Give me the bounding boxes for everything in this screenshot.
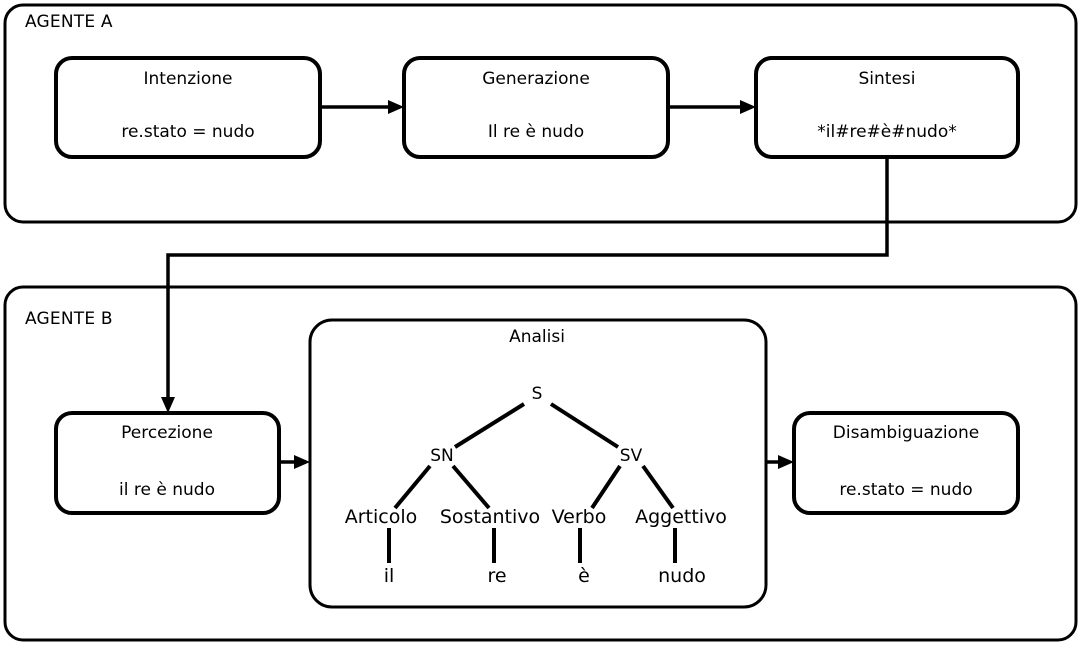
tree-edge-sv-verbo [590,464,622,510]
panel-title-analisi: Analisi [509,327,565,347]
node-subtitle-sintesi: *il#re#è#nudo* [817,122,957,142]
tree-word-nudo: nudo [658,565,706,587]
connector-sintesi-to-percezione [166,157,889,401]
agent-a-container [3,3,1078,224]
node-subtitle-percezione: il re è nudo [119,480,215,500]
node-title-disambiguazione: Disambiguazione [832,423,980,443]
arrowhead-generazione-to-sintesi [740,100,756,114]
node-subtitle-disambiguazione: re.stato = nudo [839,480,973,500]
node-subtitle-intenzione: re.stato = nudo [121,122,255,142]
tree-pos-verbo: Verbo [551,506,607,528]
tree-edge-s-sv [549,402,620,449]
tree-edge-sn-sostantivo [451,464,491,510]
tree-word-re: re [487,565,507,587]
node-title-generazione: Generazione [482,69,590,89]
tree-word-il: il [383,565,395,587]
agent-b-label: AGENTE B [25,309,113,329]
tree-pos-articolo: Articolo [344,506,418,528]
tree-edge-sn-articolo [393,464,432,510]
agent-b-container [3,285,1078,642]
tree-node-sv: SV [619,446,643,466]
tree-pos-sostantivo: Sostantivo [439,506,541,528]
tree-edge-s-sn [453,402,526,449]
node-title-sintesi: Sintesi [858,69,916,89]
tree-word-e: è [578,565,590,587]
tree-node-sn: SN [430,446,454,466]
arrowhead-analisi-to-disambiguazione [778,455,794,469]
arrowhead-connector-to-percezione [161,397,175,413]
tree-edge-sv-aggettivo [641,464,675,510]
node-subtitle-generazione: Il re è nudo [487,122,585,142]
panel-analisi [308,318,768,609]
node-title-intenzione: Intenzione [143,69,233,89]
tree-node-s: S [531,384,543,404]
node-title-percezione: Percezione [121,423,213,443]
tree-pos-aggettivo: Aggettivo [635,506,727,528]
node-box-disambiguazione[interactable] [792,411,1020,515]
arrowhead-percezione-to-analisi [294,455,310,469]
arrowhead-intenzione-to-generazione [388,100,404,114]
agent-a-label: AGENTE A [25,12,113,32]
